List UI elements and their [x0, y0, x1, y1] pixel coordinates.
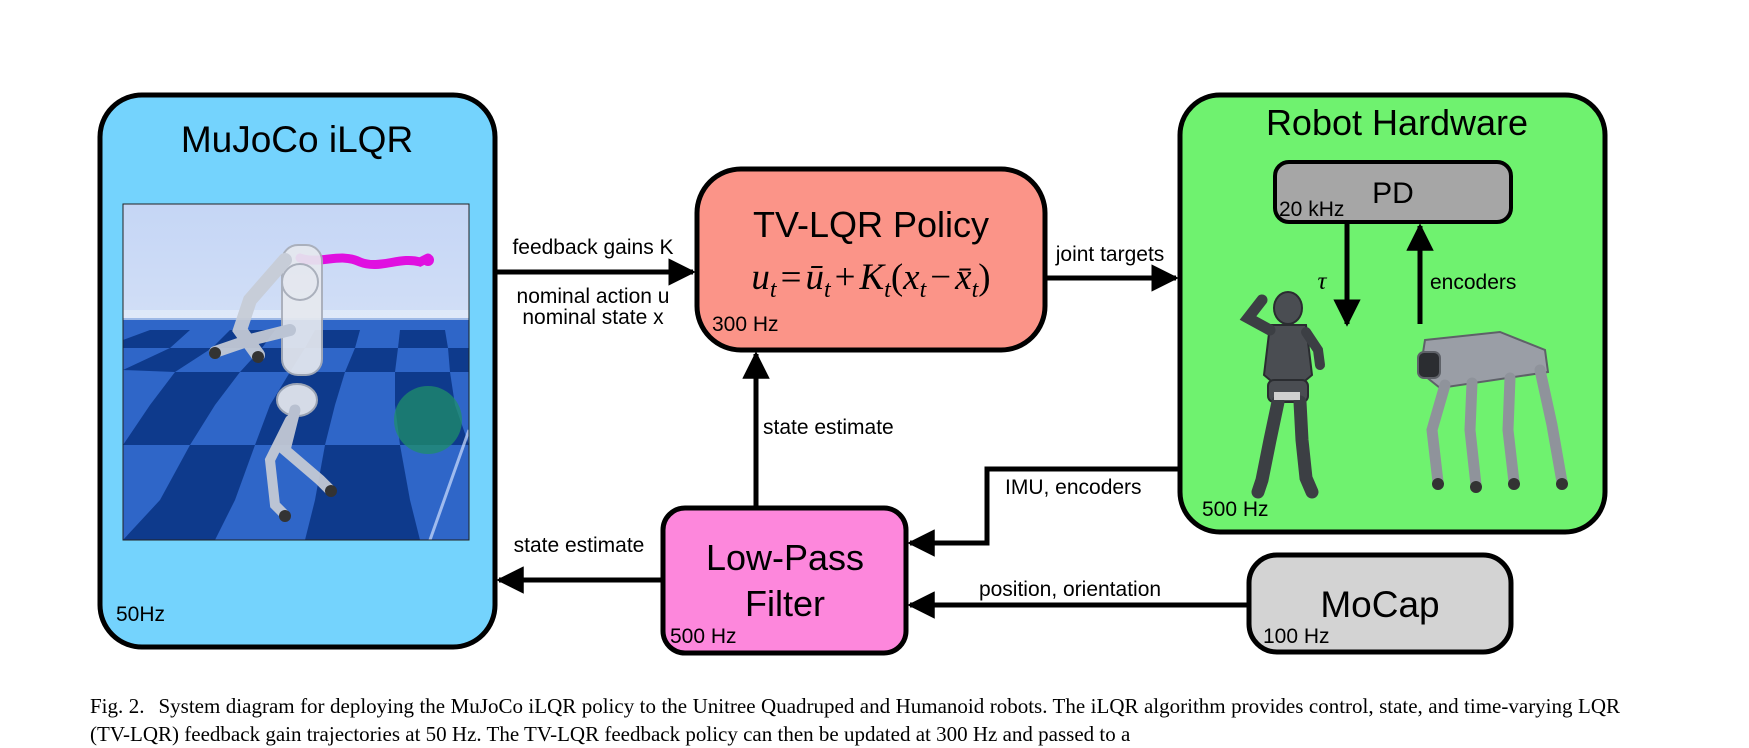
- system-diagram: MuJoCo iLQR 50Hz: [97, 92, 1608, 656]
- label-state-estimate-up: state estimate: [763, 416, 894, 439]
- hardware-rate: 500 Hz: [1202, 498, 1269, 521]
- goal-marker: [394, 386, 462, 454]
- label-position-orientation: position, orientation: [979, 578, 1161, 601]
- pd-box: [1273, 160, 1513, 224]
- ilqr-rate: 50Hz: [116, 603, 165, 626]
- hardware-title: Robot Hardware: [1266, 102, 1528, 143]
- ilqr-title: MuJoCo iLQR: [181, 119, 413, 160]
- label-tau: τ: [1318, 268, 1328, 295]
- tv-lqr-policy-block: TV-LQR Policy ut=ūt+Kt(xt−x̄t) 300 Hz: [694, 166, 1048, 353]
- policy-equation: ut=ūt+Kt(xt−x̄t): [751, 257, 990, 303]
- robot-hardware-block: Robot Hardware 500 Hz PD 20 kHz: [1177, 92, 1608, 535]
- label-imu-encoders: IMU, encoders: [1005, 476, 1142, 499]
- low-pass-filter-block: Low-Pass Filter 500 Hz: [660, 505, 909, 656]
- humanoid-robot-image: [1239, 291, 1325, 499]
- pd-rate: 20 kHz: [1279, 198, 1344, 221]
- policy-title: TV-LQR Policy: [753, 204, 989, 245]
- caption-text: System diagram for deploying the MuJoCo …: [90, 694, 1620, 746]
- filter-rate: 500 Hz: [670, 625, 737, 648]
- policy-box: [694, 166, 1048, 353]
- label-feedback-gains: feedback gains K: [512, 236, 673, 259]
- figure-caption: Fig. 2.System diagram for deploying the …: [90, 692, 1620, 748]
- mocap-block: MoCap 100 Hz: [1246, 552, 1514, 655]
- arrows: [495, 222, 1434, 619]
- label-nominal-action: nominal action u: [517, 285, 670, 308]
- pd-title: PD: [1372, 177, 1414, 210]
- label-nominal-state: nominal state x: [522, 306, 664, 329]
- policy-rate: 300 Hz: [712, 313, 779, 336]
- ilqr-block: MuJoCo iLQR 50Hz: [97, 92, 498, 650]
- pd-block: PD 20 kHz: [1273, 160, 1513, 224]
- filter-title-line2: Filter: [745, 583, 825, 624]
- mocap-title: MoCap: [1320, 584, 1439, 625]
- arrow-hardware-to-filter: [907, 466, 1180, 557]
- quadruped-robot-image: [1417, 330, 1568, 493]
- label-encoders: encoders: [1430, 271, 1516, 294]
- label-state-estimate-left: state estimate: [514, 534, 645, 557]
- filter-title-line1: Low-Pass: [706, 537, 864, 578]
- robot-model: [209, 244, 336, 520]
- mocap-rate: 100 Hz: [1263, 625, 1330, 648]
- label-joint-targets: joint targets: [1055, 243, 1165, 266]
- caption-fig-label: Fig. 2.: [90, 694, 145, 718]
- mujoco-simulation-image: [123, 204, 469, 540]
